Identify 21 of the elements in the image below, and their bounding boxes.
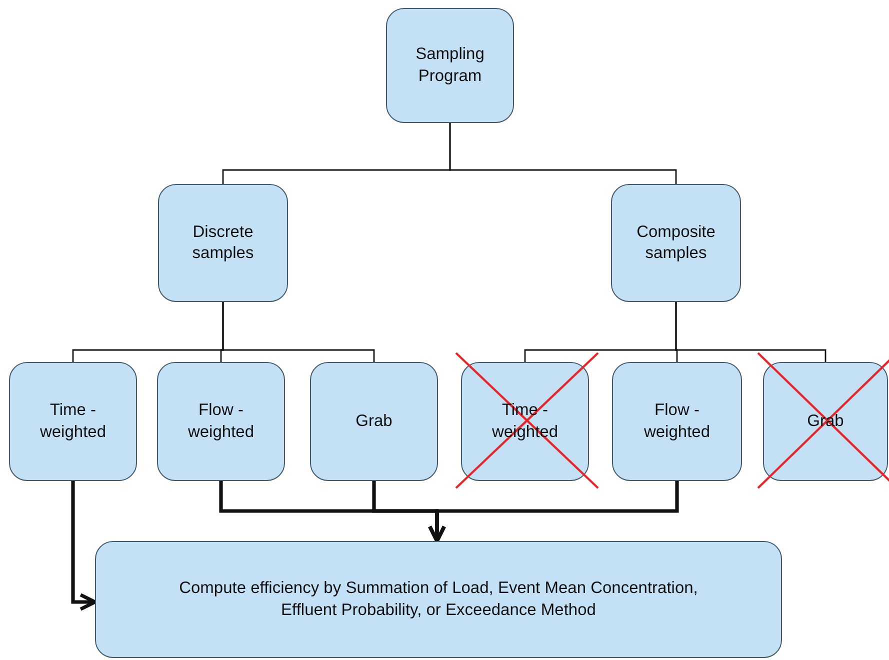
node-label: Discrete samples [191,222,255,264]
node-label: Time - weighted [38,400,108,442]
process-box [386,8,514,123]
process-box [95,541,782,658]
process-box [157,362,285,481]
arrow [428,481,679,543]
node-label: Grab [356,410,392,432]
node-label: Sampling Program [414,44,486,86]
process-box [611,184,741,302]
connector-line [449,123,677,184]
connector-line [222,302,375,362]
connector-line [675,302,826,362]
process-box [9,362,137,481]
arrow [71,481,97,611]
node-label: Composite samples [636,222,716,264]
process-box [158,184,288,302]
node-label: Flow - weighted [642,400,712,442]
process-box [310,362,438,481]
node-label: Compute efficiency by Summation of Load, Event Mean Concentration, Effluent Probability, or Exceedance Method [178,578,698,620]
process-box [612,362,742,481]
node-label: Flow - weighted [186,400,256,442]
